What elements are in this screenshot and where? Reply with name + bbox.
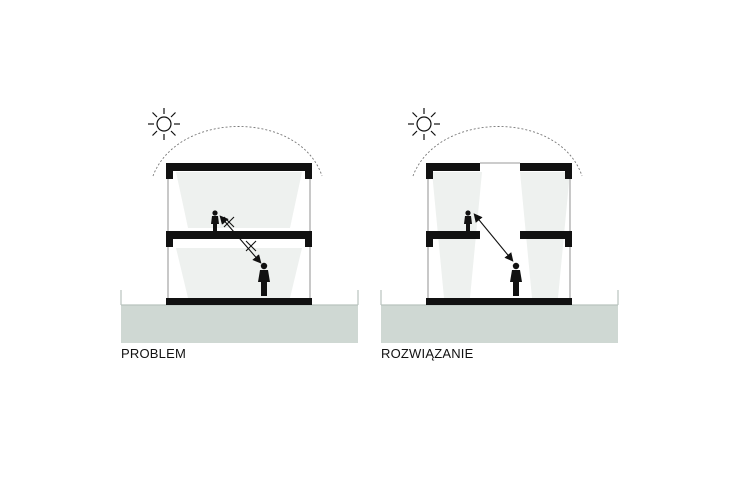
double-arrow-icon xyxy=(473,213,514,262)
floor-right-stub xyxy=(305,231,312,247)
roof-right-stub xyxy=(305,163,312,179)
person-icon xyxy=(211,210,219,231)
floor-slab-left xyxy=(426,231,480,239)
floor-left-stub xyxy=(166,231,173,247)
roof-slab xyxy=(166,163,312,171)
sun-arc xyxy=(152,126,323,177)
panel-problem xyxy=(120,108,359,343)
ground-slab xyxy=(426,298,572,305)
ground xyxy=(121,305,358,343)
ground-slab xyxy=(166,298,312,305)
sun-icon xyxy=(408,108,440,140)
roof-slab-right xyxy=(520,163,572,171)
blocked-sightline xyxy=(219,215,262,264)
x-mark-icon xyxy=(245,240,257,252)
caption-problem: PROBLEM xyxy=(121,346,186,361)
person-icon xyxy=(510,262,522,296)
person-icon xyxy=(258,262,270,296)
floor-right-stub xyxy=(565,231,572,247)
x-mark-icon xyxy=(223,216,235,228)
panel-solution xyxy=(380,108,619,343)
caption-solution: ROZWIĄZANIE xyxy=(381,346,474,361)
roof-right-stub xyxy=(565,163,572,179)
light-cone-upper xyxy=(176,172,302,228)
roof-slab-left xyxy=(426,163,480,171)
person-icon xyxy=(464,210,472,231)
floor-slab-right xyxy=(520,231,572,239)
light-cone-lower xyxy=(176,248,302,298)
roof-left-stub xyxy=(166,163,173,179)
roof-left-stub xyxy=(426,163,433,179)
ground xyxy=(381,305,618,343)
sun-icon xyxy=(148,108,180,140)
sun-arc xyxy=(412,126,583,177)
floor-left-stub xyxy=(426,231,433,247)
